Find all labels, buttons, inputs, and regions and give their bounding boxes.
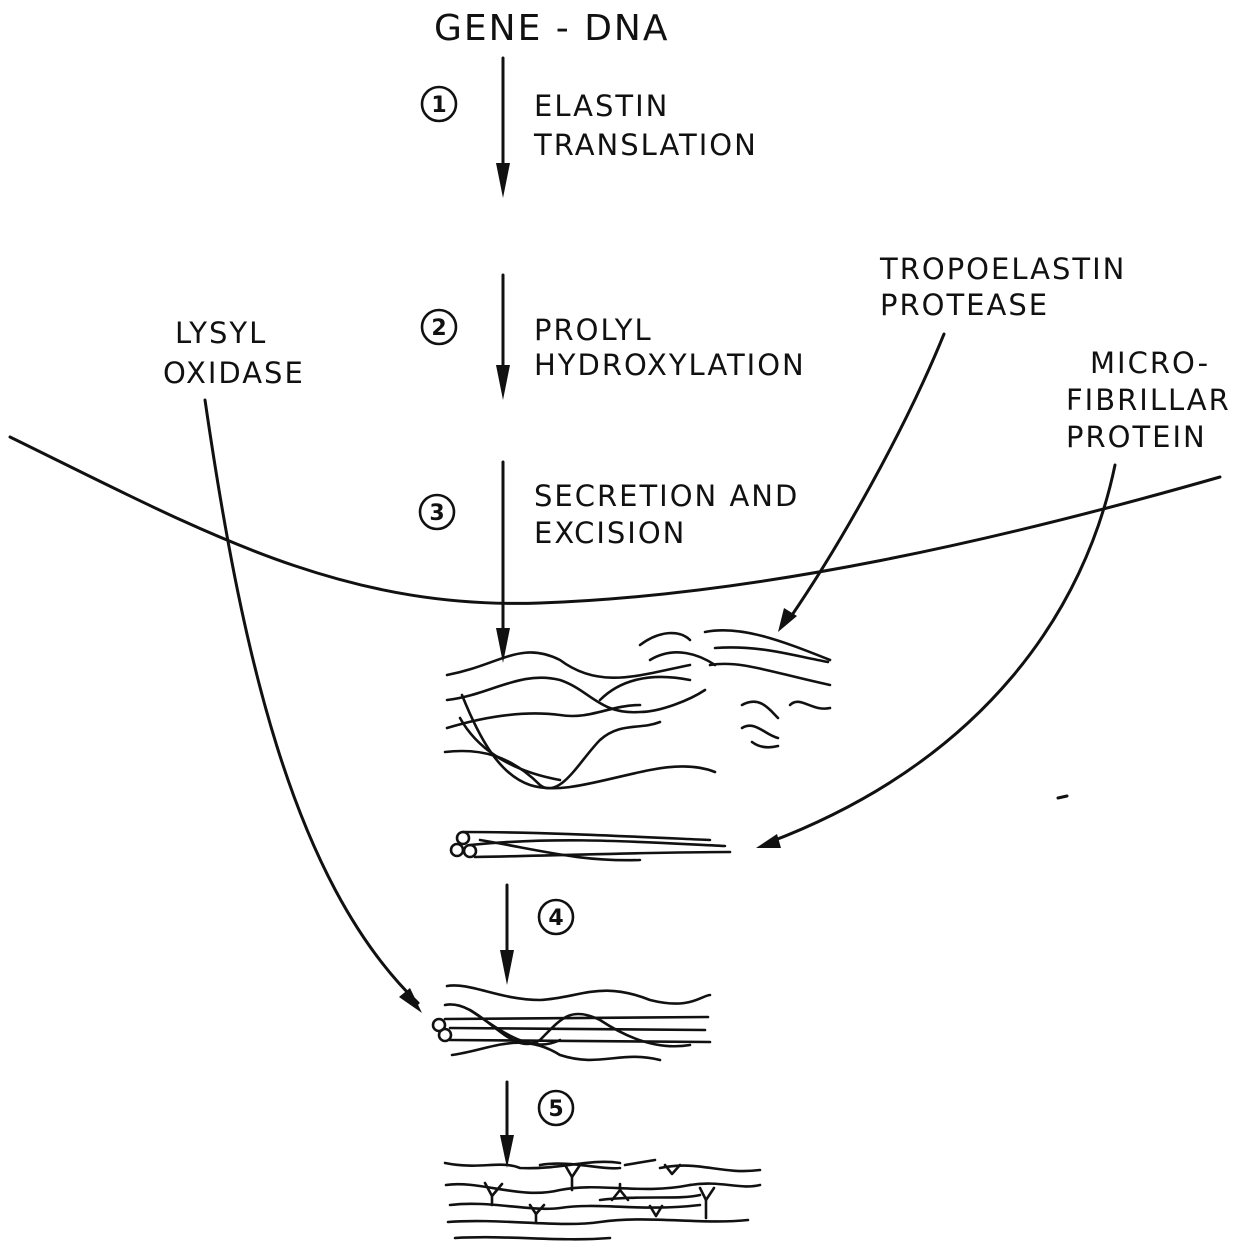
stray-mark-right bbox=[1058, 796, 1067, 798]
crosslinked-elastin-network bbox=[445, 1160, 760, 1239]
lysyl-oxidase-label-line2: OXIDASE bbox=[163, 356, 305, 390]
microfibrillar-label-line2: FIBRILLAR bbox=[1066, 383, 1231, 417]
step-1-label-line2: TRANSLATION bbox=[533, 128, 758, 162]
elastin-microfibril-assembly bbox=[433, 985, 710, 1060]
tropoelastin-protease-label-line1: TROPOELASTIN bbox=[879, 252, 1126, 286]
step-3-label-line1: SECRETION AND bbox=[534, 479, 799, 513]
step-4-marker: 4 bbox=[539, 900, 573, 934]
microfibrillar-label-line1: MICRO- bbox=[1090, 346, 1210, 380]
title-gene-dna: GENE - DNA bbox=[434, 8, 669, 49]
svg-text:5: 5 bbox=[548, 1097, 563, 1122]
step-2-label-line1: PROLYL bbox=[534, 313, 653, 347]
svg-text:4: 4 bbox=[548, 906, 563, 931]
arrow-step-5 bbox=[500, 1082, 514, 1168]
step-2-label-line2: HYDROXYLATION bbox=[534, 348, 806, 382]
svg-text:1: 1 bbox=[431, 93, 446, 118]
arrow-step-1 bbox=[496, 58, 510, 198]
microfibrillar-label-line3: PROTEIN bbox=[1066, 420, 1207, 454]
step-3-marker: 3 bbox=[420, 495, 454, 529]
step-1-label-line1: ELASTIN bbox=[534, 89, 669, 123]
microfibril-bundle bbox=[451, 832, 730, 860]
microfibrillar-protein-arrow bbox=[756, 465, 1115, 848]
arrow-step-3 bbox=[496, 462, 510, 663]
lysyl-oxidase-label-line1: LYSYL bbox=[175, 316, 267, 350]
arrow-step-2 bbox=[496, 275, 510, 400]
svg-text:3: 3 bbox=[429, 501, 444, 526]
step-2-marker: 2 bbox=[422, 310, 456, 344]
tropoelastin-protease-label-line2: PROTEASE bbox=[880, 288, 1049, 322]
lysyl-oxidase-arrow bbox=[205, 400, 422, 1013]
step-5-marker: 5 bbox=[539, 1091, 573, 1125]
step-3-label-line2: EXCISION bbox=[534, 516, 686, 550]
svg-text:2: 2 bbox=[431, 316, 446, 341]
arrow-step-4 bbox=[500, 885, 514, 985]
step-1-marker: 1 bbox=[422, 87, 456, 121]
